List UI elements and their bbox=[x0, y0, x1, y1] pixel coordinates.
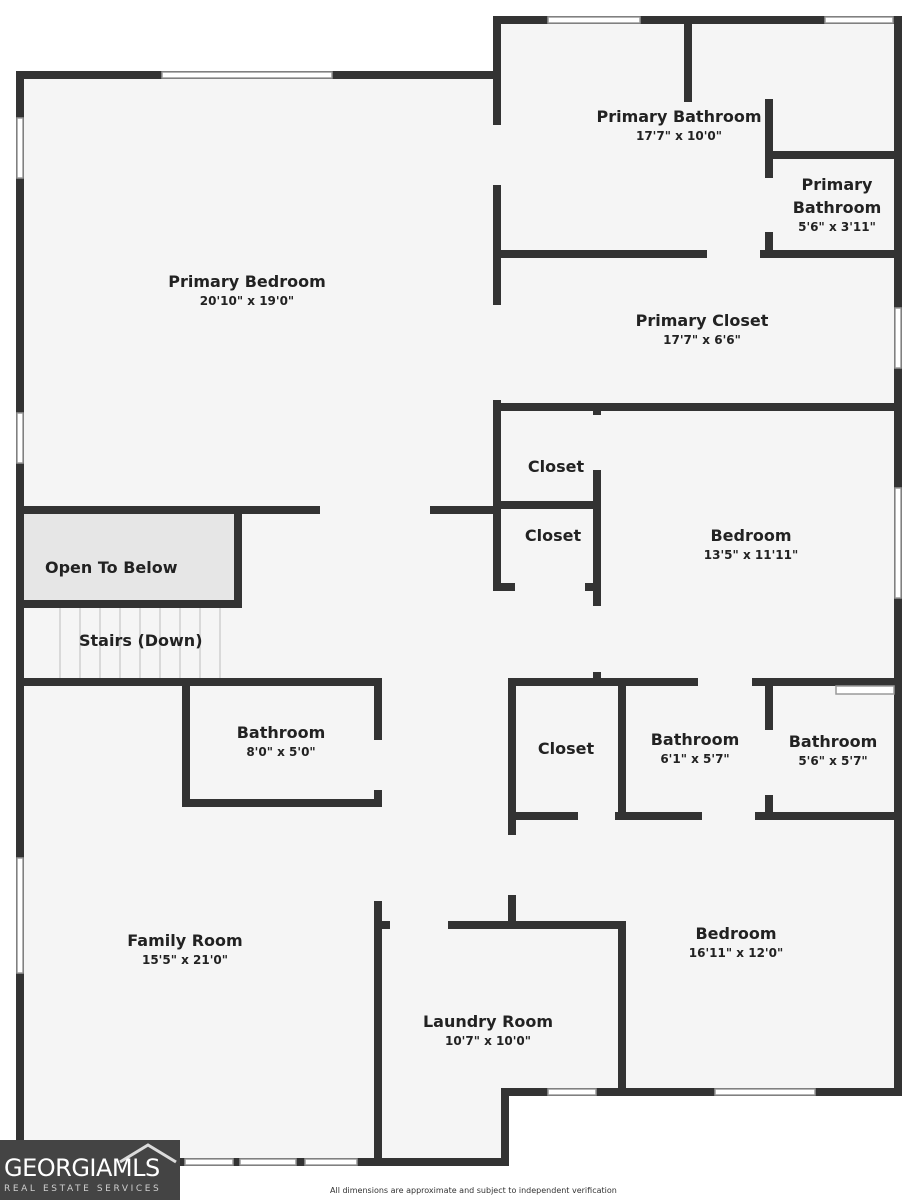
floor-fills bbox=[20, 20, 898, 1162]
room-dimensions: 5'6" x 3'11" bbox=[798, 220, 876, 234]
room-name: Family Room bbox=[127, 931, 243, 950]
room-dimensions: 5'6" x 5'7" bbox=[798, 754, 868, 768]
room-name: Primary Bathroom bbox=[596, 107, 762, 126]
room-dimensions: 16'11" x 12'0" bbox=[688, 946, 784, 960]
room-closet-middle: Closet bbox=[525, 524, 581, 547]
room-primary-bedroom: Primary Bedroom 20'10" x 19'0" bbox=[168, 270, 326, 309]
room-dimensions: 8'0" x 5'0" bbox=[246, 745, 316, 759]
room-primary-bathroom-small: Primary Bathroom 5'6" x 3'11" bbox=[793, 173, 882, 235]
room-name: Closet bbox=[527, 457, 585, 476]
area-stairs: Stairs (Down) bbox=[79, 629, 203, 652]
roof-icon bbox=[119, 1143, 177, 1164]
room-laundry-room: Laundry Room 10'7" x 10'0" bbox=[423, 1010, 553, 1049]
area-name: Stairs (Down) bbox=[79, 631, 203, 650]
room-primary-closet: Primary Closet 17'7" x 6'6" bbox=[636, 309, 769, 348]
room-bathroom-right: Bathroom 5'6" x 5'7" bbox=[789, 730, 878, 769]
room-name: Closet bbox=[537, 739, 595, 758]
room-family-room: Family Room 15'5" x 21'0" bbox=[127, 929, 242, 968]
area-open-to-below: Open To Below bbox=[45, 556, 178, 579]
room-bathroom-center: Bathroom 6'1" x 5'7" bbox=[651, 728, 740, 767]
room-name: Bathroom bbox=[788, 732, 878, 751]
door-openings bbox=[320, 125, 774, 930]
room-name: Closet bbox=[524, 526, 582, 545]
room-name: Bedroom bbox=[695, 924, 777, 943]
room-name: Primary Closet bbox=[635, 311, 769, 330]
room-dimensions: 15'5" x 21'0" bbox=[141, 953, 229, 967]
room-dimensions: 17'7" x 6'6" bbox=[663, 333, 741, 347]
room-dimensions: 20'10" x 19'0" bbox=[199, 294, 295, 308]
room-dimensions: 17'7" x 10'0" bbox=[635, 129, 723, 143]
room-name-line2: Bathroom bbox=[792, 198, 882, 217]
room-bedroom-lower: Bedroom 16'11" x 12'0" bbox=[689, 922, 783, 961]
room-closet-lower: Closet bbox=[538, 737, 594, 760]
room-dimensions: 10'7" x 10'0" bbox=[444, 1034, 532, 1048]
room-name: Primary Bedroom bbox=[168, 272, 326, 291]
room-primary-bathroom: Primary Bathroom 17'7" x 10'0" bbox=[596, 105, 761, 144]
dimensions-disclaimer: All dimensions are approximate and subje… bbox=[330, 1186, 617, 1195]
room-name: Laundry Room bbox=[422, 1012, 554, 1031]
room-closet-upper: Closet bbox=[528, 455, 584, 478]
room-dimensions: 6'1" x 5'7" bbox=[660, 752, 730, 766]
room-name: Bathroom bbox=[650, 730, 740, 749]
room-bathroom-hall: Bathroom 8'0" x 5'0" bbox=[237, 721, 326, 760]
room-name-line1: Primary bbox=[801, 175, 873, 194]
room-name: Bathroom bbox=[236, 723, 326, 742]
logo-brand: GEORGIAMLS bbox=[4, 1154, 160, 1182]
windows bbox=[16, 16, 902, 1166]
logo-subtitle: REAL ESTATE SERVICES bbox=[4, 1184, 162, 1194]
area-name: Open To Below bbox=[45, 558, 178, 577]
room-name: Bedroom bbox=[710, 526, 792, 545]
room-bedroom-upper: Bedroom 13'5" x 11'11" bbox=[704, 524, 798, 563]
georgia-mls-logo: GEORGIAMLS REAL ESTATE SERVICES bbox=[0, 1140, 180, 1200]
room-dimensions: 13'5" x 11'11" bbox=[703, 548, 799, 562]
